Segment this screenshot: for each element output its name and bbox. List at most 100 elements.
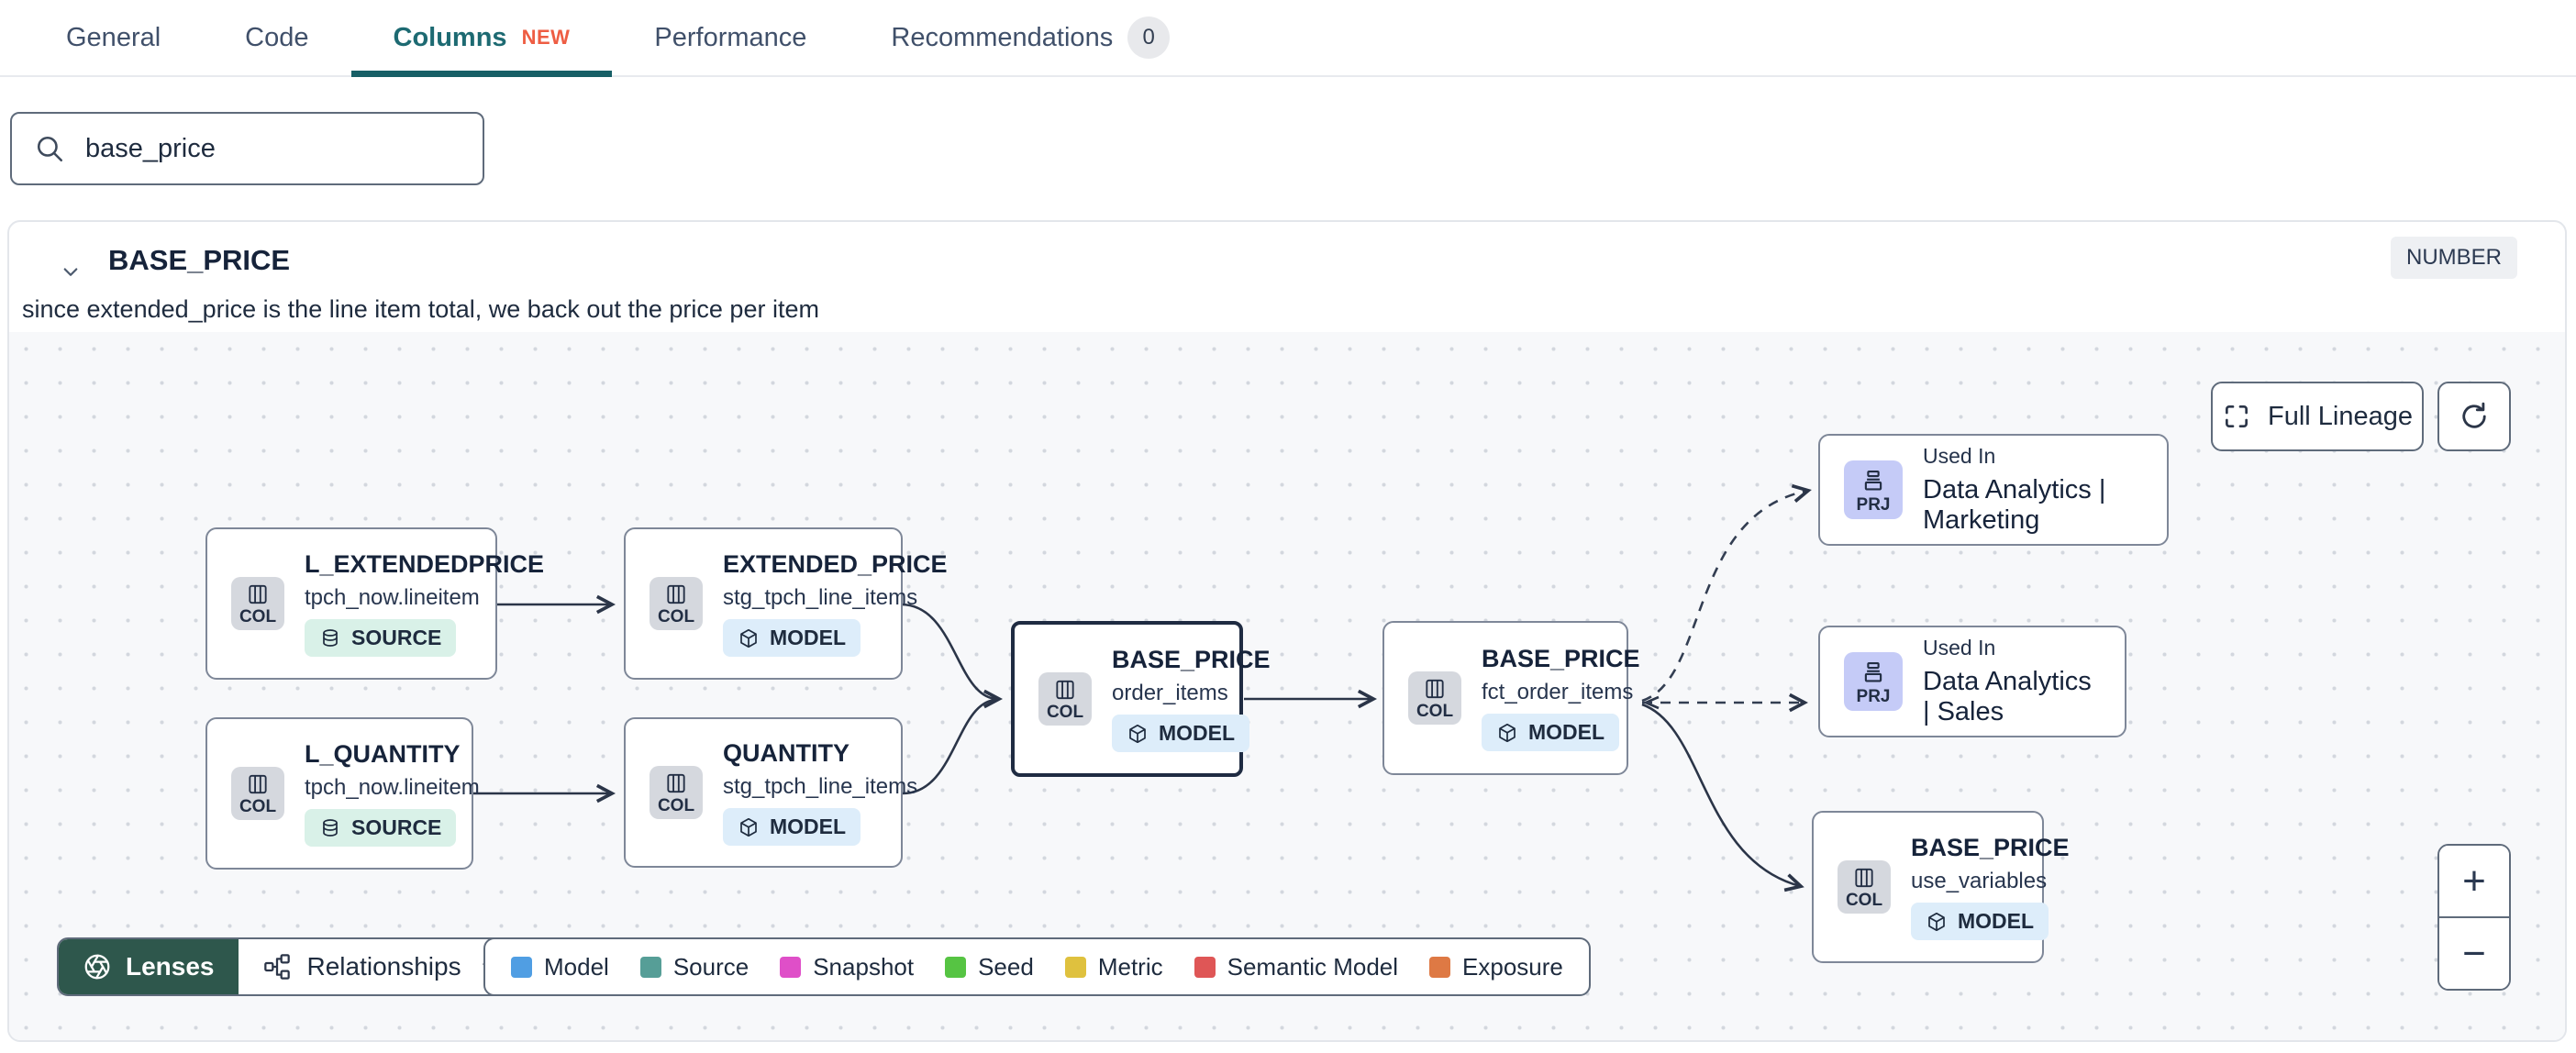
tab-performance[interactable]: Performance — [612, 0, 849, 75]
columns-icon — [667, 773, 685, 793]
legend-label: Snapshot — [813, 952, 915, 981]
legend-swatch — [511, 956, 532, 978]
refresh-button[interactable] — [2437, 382, 2511, 451]
legend-item-source: Source — [639, 952, 749, 981]
kind-label: PRJ — [1856, 494, 1891, 515]
database-icon — [323, 628, 338, 647]
columns-icon — [667, 584, 685, 604]
kind-label: COL — [239, 796, 277, 816]
resource-type-label: MODEL — [770, 626, 847, 649]
legend-item-snapshot: Snapshot — [780, 953, 914, 981]
lenses-toolbar: Lenses Relationships — [57, 937, 528, 996]
column-kind-badge: COL — [231, 767, 284, 820]
column-card: BASE_PRICE NUMBER since extended_price i… — [7, 220, 2567, 1042]
search-icon — [37, 136, 63, 162]
resource-type-label: MODEL — [1528, 720, 1605, 744]
refresh-icon — [2462, 402, 2486, 428]
datatype-badge: NUMBER — [2390, 237, 2517, 279]
recommendations-count-badge: 0 — [1127, 17, 1171, 59]
tab-bar: General Code Columns NEW Performance Rec… — [0, 0, 2576, 77]
node-subtitle: use_variables — [1911, 869, 2048, 893]
zoom-in-button[interactable]: + — [2439, 846, 2509, 918]
node-title: L_EXTENDEDPRICE — [305, 550, 545, 578]
expand-icon — [2226, 405, 2248, 427]
legend-swatch — [1429, 956, 1451, 978]
legend-swatch — [1194, 956, 1216, 978]
resource-type-badge: SOURCE — [305, 619, 457, 657]
lineage-node-base-price-use-variables[interactable]: COL BASE_PRICE use_variables MODEL — [1812, 811, 2070, 963]
tab-general[interactable]: General — [24, 0, 203, 75]
search-input[interactable] — [83, 132, 461, 165]
columns-icon — [1056, 680, 1074, 699]
node-title: BASE_PRICE — [1112, 646, 1271, 673]
node-title: L_QUANTITY — [305, 740, 461, 768]
collapse-chevron-icon[interactable] — [57, 255, 90, 288]
column-search — [10, 112, 484, 185]
legend-swatch — [780, 956, 802, 978]
resource-type-badge: MODEL — [1112, 715, 1250, 752]
resource-type-label: MODEL — [1159, 721, 1236, 745]
lenses-button[interactable]: Lenses — [59, 939, 239, 994]
zoom-control: + − — [2437, 844, 2511, 991]
kind-label: PRJ — [1856, 686, 1891, 706]
legend-label: Metric — [1097, 952, 1163, 981]
lineage-node-used-in-sales[interactable]: PRJ Used In Data Analytics | Sales — [1818, 626, 2126, 737]
lineage-node-l-extendedprice[interactable]: COL L_EXTENDEDPRICE tpch_now.lineitem SO… — [205, 527, 544, 680]
legend-item-semantic-model: Semantic Model — [1194, 953, 1398, 981]
lineage-node-l-quantity[interactable]: COL L_QUANTITY tpch_now.lineitem SOURCE — [205, 717, 480, 870]
legend-label: Source — [672, 952, 749, 981]
kind-label: COL — [239, 606, 277, 626]
cube-icon — [1129, 724, 1146, 743]
resource-type-label: MODEL — [1958, 909, 2035, 933]
tab-recommendations[interactable]: Recommendations 0 — [849, 0, 1212, 75]
legend-swatch — [1064, 956, 1086, 978]
columns-icon — [249, 774, 267, 793]
tab-code[interactable]: Code — [203, 0, 350, 75]
node-subtitle: order_items — [1112, 681, 1228, 705]
resource-type-label: SOURCE — [351, 626, 442, 649]
node-body: Used In Data Analytics | Marketing — [1923, 444, 2143, 536]
lineage-node-quantity[interactable]: COL QUANTITY stg_tpch_line_items MODEL — [624, 717, 917, 868]
node-title: Used In — [1923, 444, 1996, 468]
relationships-dropdown[interactable]: Relationships — [238, 939, 527, 994]
legend-swatch — [639, 956, 661, 978]
lineage-node-base-price-fct-order-items[interactable]: COL BASE_PRICE fct_order_items MODEL — [1382, 621, 1640, 775]
tab-columns[interactable]: Columns NEW — [350, 0, 613, 77]
cube-icon — [1928, 912, 1945, 931]
full-lineage-label: Full Lineage — [2268, 401, 2413, 431]
node-title: BASE_PRICE — [1482, 645, 1640, 672]
legend-item-model: Model — [511, 953, 609, 981]
cube-icon — [740, 628, 757, 648]
node-subtitle: Data Analytics | Marketing — [1923, 475, 2106, 535]
zoom-out-button[interactable]: − — [2439, 918, 2509, 989]
tab-label: Columns — [393, 22, 507, 52]
legend-label: Semantic Model — [1227, 952, 1399, 981]
column-kind-badge: COL — [1038, 672, 1092, 726]
legend-swatch — [945, 956, 967, 978]
node-subtitle: stg_tpch_line_items — [723, 585, 918, 610]
full-lineage-button[interactable]: Full Lineage — [2211, 382, 2424, 451]
legend-label: Model — [544, 952, 609, 981]
legend-item-exposure: Exposure — [1429, 953, 1563, 981]
lineage-node-base-price-order-items[interactable]: COL BASE_PRICE order_items MODEL — [1011, 621, 1271, 777]
column-kind-badge: COL — [231, 577, 284, 630]
column-kind-badge: COL — [1408, 671, 1461, 725]
lineage-canvas[interactable]: COL L_EXTENDEDPRICE tpch_now.lineitem SO… — [9, 332, 2565, 1040]
new-badge: NEW — [521, 26, 571, 49]
tab-label: Code — [245, 22, 309, 52]
lineage-node-used-in-marketing[interactable]: PRJ Used In Data Analytics | Marketing — [1818, 434, 2169, 546]
node-subtitle: stg_tpch_line_items — [723, 774, 918, 799]
node-body: QUANTITY stg_tpch_line_items MODEL — [723, 739, 917, 846]
resource-type-badge: SOURCE — [305, 809, 457, 847]
column-description: since extended_price is the line item to… — [22, 295, 819, 323]
kind-label: COL — [1416, 701, 1454, 721]
project-icon — [1864, 661, 1882, 682]
columns-icon — [1855, 868, 1873, 887]
relationships-label: Relationships — [306, 952, 461, 981]
column-kind-badge: COL — [1838, 860, 1891, 914]
kind-label: COL — [1845, 890, 1883, 910]
node-subtitle: Data Analytics | Sales — [1923, 667, 2092, 726]
resource-type-badge: MODEL — [1482, 714, 1620, 751]
lineage-node-extended-price[interactable]: COL EXTENDED_PRICE stg_tpch_line_items M… — [624, 527, 948, 680]
legend-label: Seed — [978, 952, 1034, 981]
